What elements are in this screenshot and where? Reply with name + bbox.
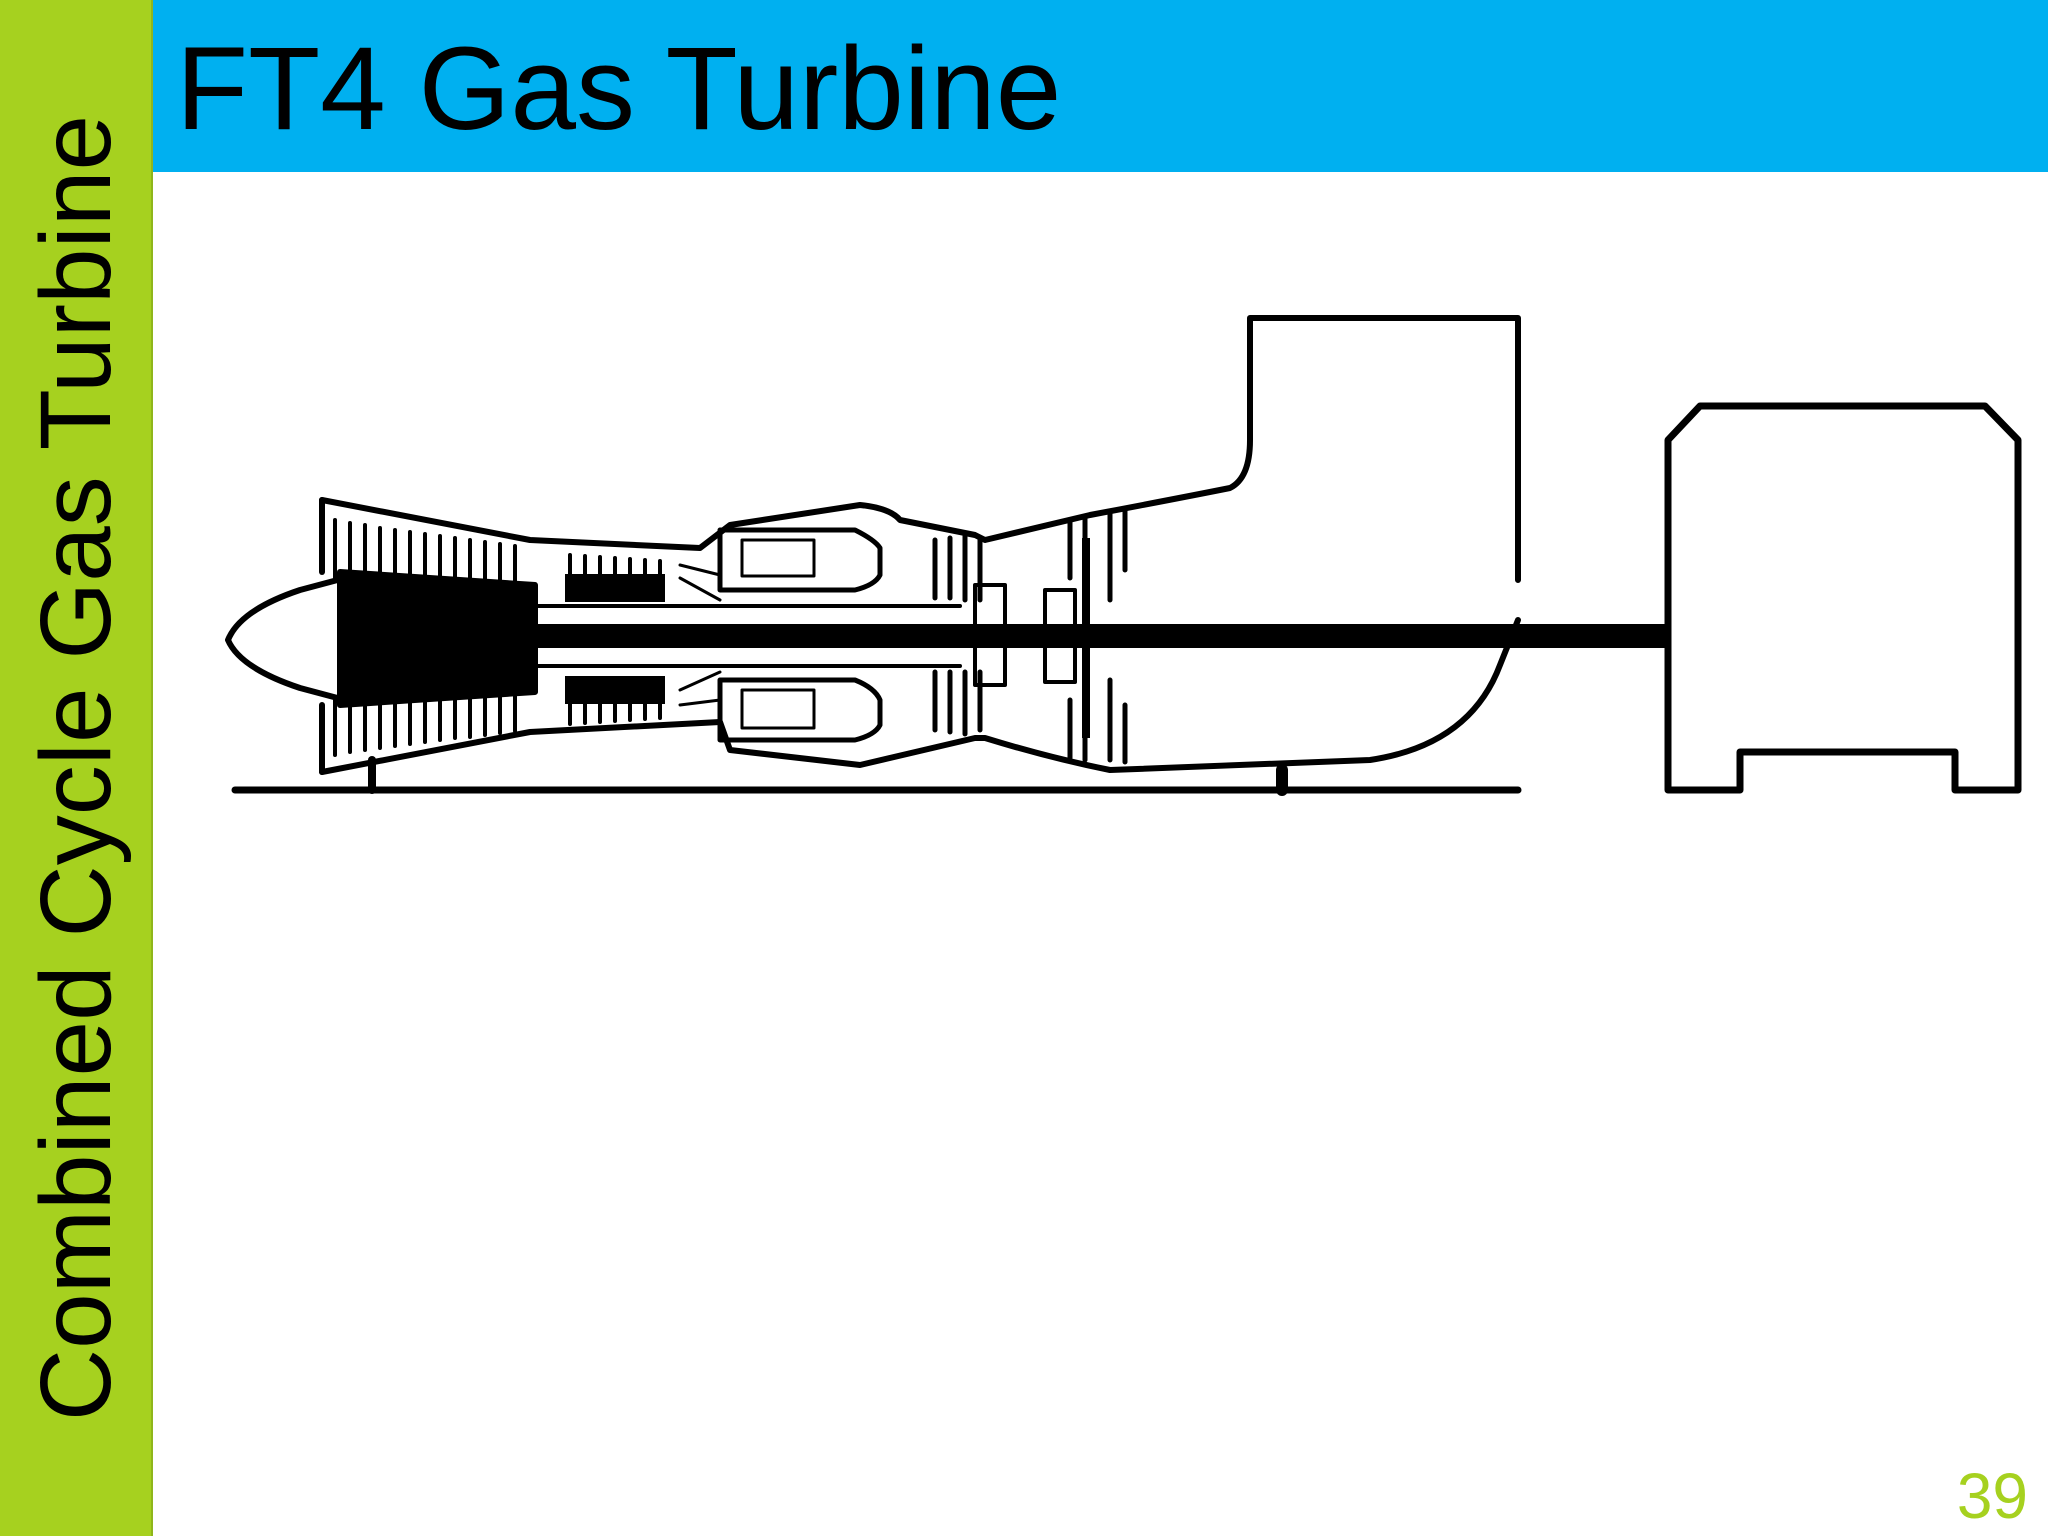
casing-lower: [319, 617, 1521, 775]
side-bar: Combined Cycle Gas Turbine: [0, 0, 153, 1536]
turbine-blades: [932, 507, 1128, 765]
combustor-lower-struts: [678, 670, 722, 707]
main-shaft: [535, 624, 1665, 648]
slide-title: FT4 Gas Turbine: [176, 23, 1062, 155]
combustor-lower-liner: [740, 688, 816, 730]
gas-turbine-diagram: [225, 315, 2022, 796]
side-title: Combined Cycle Gas Turbine: [20, 114, 132, 1422]
title-bar: [153, 0, 2048, 172]
generator-box: [1664, 402, 2022, 794]
page-number: 39: [1956, 1460, 2028, 1532]
compressor-blades-lower: [333, 694, 662, 757]
compressor-hub: [337, 569, 538, 708]
combustor-lower: [717, 677, 883, 743]
nose-cone: [225, 575, 348, 703]
combustor-upper: [717, 527, 883, 593]
combustor-upper-liner: [740, 538, 816, 578]
combustor-upper-struts: [678, 563, 722, 602]
casing-upper: [319, 315, 1521, 583]
compressor-blades-upper: [333, 518, 662, 587]
